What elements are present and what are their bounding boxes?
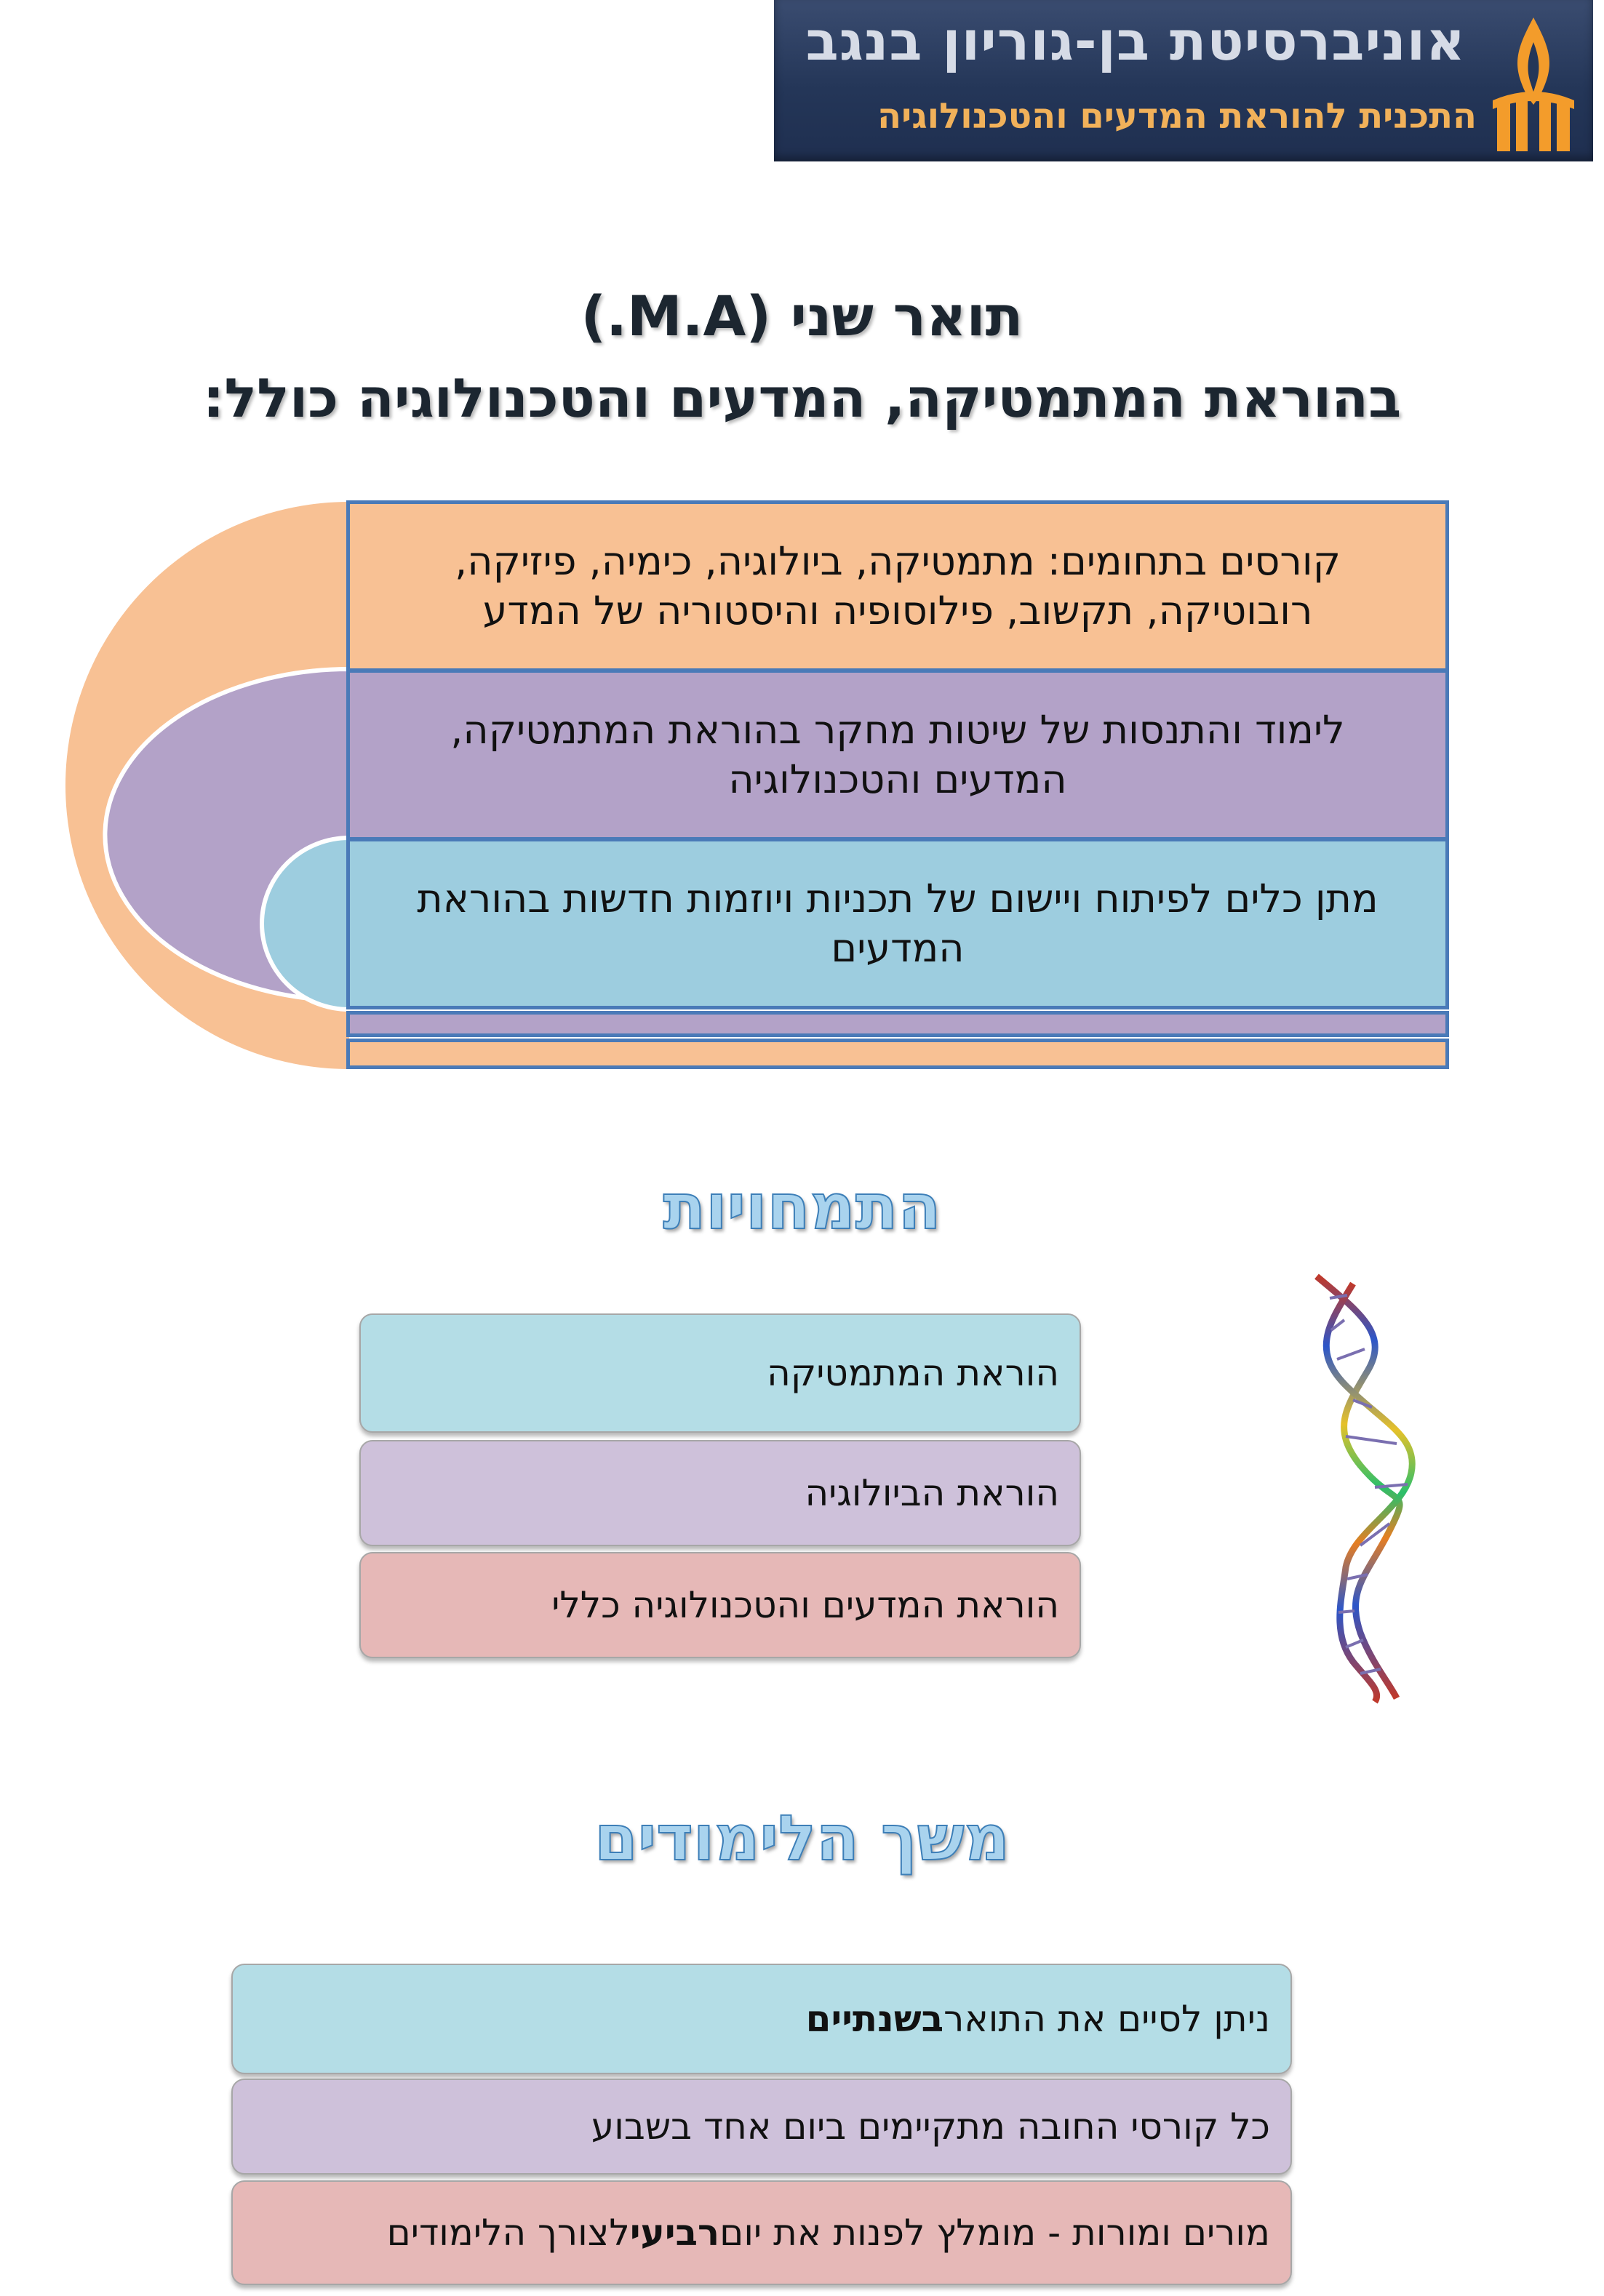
page-subtitle: בהוראת המתמטיקה, המדעים והטכנולוגיה כולל… [202,367,1402,430]
includes-item-courses: קורסים בתחומים: מתמטיקה, ביולוגיה, כימיה… [346,500,1449,672]
specialization-math: הוראת המתמטיקה [359,1313,1081,1433]
dna-helix-icon [1314,1273,1416,1704]
studies-item-text: לצורך הלימודים [386,2212,630,2254]
includes-item-research-methods: לימוד והתנסות של שיטות מחקר בהוראת המתמט… [346,669,1449,841]
studies-duration-heading: משך הלימודים [594,1801,1010,1876]
program-name: התכנית להוראת המדעים והטכנולוגיה [877,96,1477,137]
diagram-strip [346,1039,1449,1069]
specializations-heading: התמחויות [662,1170,941,1244]
specialization-biology: הוראת הביולוגיה [359,1440,1081,1546]
studies-item-two-years: ניתן לסיים את התואר בשנתיים [231,1964,1292,2074]
logo-banner: אוניברסיטת בן-גוריון בנגב התכנית להוראת … [774,0,1593,161]
studies-item-one-day: כל קורסי החובה מתקיימים ביום אחד בשבוע [231,2079,1292,2175]
nested-arcs-diagram [65,502,351,1069]
university-emblem-icon [1493,17,1574,151]
studies-item-text: ניתן לסיים את התואר [943,1998,1270,2040]
diagram-strip [346,1011,1449,1037]
studies-item-bold: רביעי [629,2212,720,2254]
studies-item-bold: בשנתיים [805,1998,944,2040]
university-name: אוניברסיטת בן-גוריון בנגב [805,10,1466,73]
studies-item-text: מורים ומורות - מומלץ לפנות את יום [719,2212,1270,2254]
specialization-science-tech: הוראת המדעים והטכנולוגיה כללי [359,1552,1081,1658]
page-title: תואר שני (M.A.) [580,284,1024,348]
includes-item-tools: מתן כלים לפיתוח ויישום של תכניות ויוזמות… [346,838,1449,1009]
studies-item-wednesday: מורים ומורות - מומלץ לפנות את יום רביעי … [231,2180,1292,2285]
